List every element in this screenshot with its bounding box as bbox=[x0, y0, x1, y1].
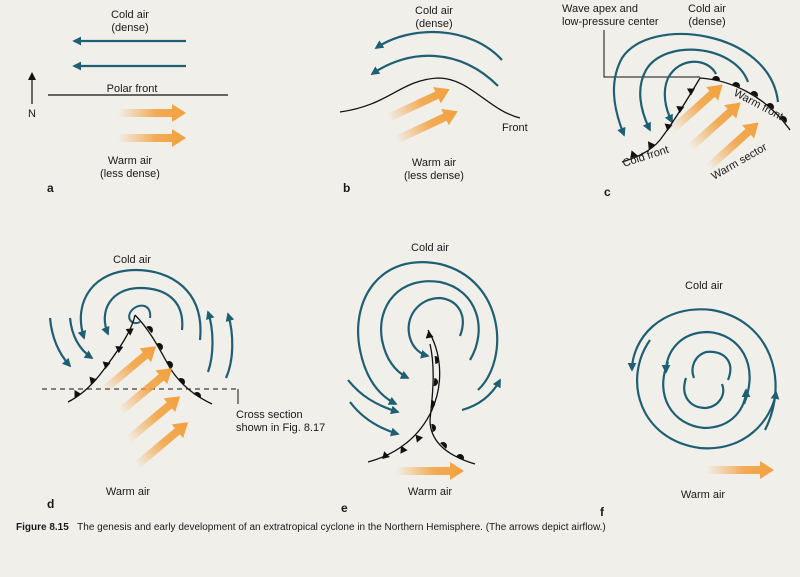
d-cold-ring-inner bbox=[101, 286, 184, 336]
b-front-label: Front bbox=[502, 122, 528, 134]
f-spiral-5 bbox=[662, 361, 751, 430]
e-cold-front-line bbox=[367, 329, 441, 463]
a-warm-less-dense-label: (less dense) bbox=[100, 168, 160, 180]
panel-b: Cold air (dense) Front Warm air (less de… bbox=[339, 5, 528, 195]
e-cold-ring-3 bbox=[407, 296, 464, 359]
a-north-label: N bbox=[28, 108, 36, 120]
e-cold-ring-1 bbox=[357, 261, 499, 405]
d-cold-arrow-left-2 bbox=[68, 317, 94, 359]
c-cold-air-label: Cold air bbox=[688, 3, 726, 15]
d-cold-ring-core bbox=[128, 304, 152, 324]
e-cold-ring-2 bbox=[379, 280, 480, 379]
f-spiral-1 bbox=[627, 308, 777, 431]
c-wave-apex-label-2: low-pressure center bbox=[562, 16, 659, 28]
d-cold-ring-outer bbox=[77, 268, 202, 341]
f-warm-air-label: Warm air bbox=[681, 489, 726, 501]
c-warm-arrow-1 bbox=[665, 77, 729, 137]
a-cold-air-label: Cold air bbox=[111, 9, 149, 21]
d-cold-arrow-left-1 bbox=[48, 317, 72, 368]
panel-a: Cold air (dense) Polar front N Warm air … bbox=[28, 9, 228, 195]
f-spiral-4 bbox=[636, 339, 780, 450]
a-polar-front-label: Polar front bbox=[107, 83, 158, 95]
e-cold-arrow-1 bbox=[347, 379, 400, 415]
e-cold-air-label: Cold air bbox=[411, 242, 449, 254]
c-cold-arc-1 bbox=[612, 32, 780, 137]
figure-number: Figure 8.15 bbox=[16, 522, 69, 533]
e-panel-letter: e bbox=[341, 501, 348, 515]
a-warm-arrow-1 bbox=[118, 104, 186, 122]
panel-c: Wave apex and low-pressure center Cold a… bbox=[562, 3, 791, 199]
figure-caption: Figure 8.15 The genesis and early develo… bbox=[16, 521, 616, 534]
a-warm-air-label: Warm air bbox=[108, 155, 153, 167]
b-panel-letter: b bbox=[343, 181, 350, 195]
e-cold-arrow-2 bbox=[349, 401, 400, 437]
d-cold-arrow-right-1 bbox=[206, 310, 215, 373]
f-spiral-6 bbox=[683, 377, 725, 410]
a-warm-arrow-2 bbox=[118, 129, 186, 147]
b-cold-arc-1 bbox=[374, 30, 503, 61]
d-cross-section-label-1: Cross section bbox=[236, 409, 303, 421]
north-arrowhead-icon bbox=[28, 72, 36, 80]
figure-caption-text: The genesis and early development of an … bbox=[77, 522, 606, 533]
e-cold-arrow-3 bbox=[461, 378, 501, 412]
d-warm-air-label: Warm air bbox=[106, 486, 151, 498]
e-warm-front-line bbox=[429, 343, 476, 465]
d-cold-arrow-right-2 bbox=[224, 312, 235, 379]
f-spiral-2 bbox=[661, 330, 751, 405]
c-cold-arc-3 bbox=[663, 60, 717, 124]
panel-d: Cold air Cross section shown in Fig. 8.1… bbox=[42, 254, 325, 511]
c-warm-front-line bbox=[699, 77, 791, 131]
c-wave-apex-label-1: Wave apex and bbox=[562, 3, 638, 15]
d-cross-section-label-2: shown in Fig. 8.17 bbox=[236, 422, 325, 434]
a-cold-dense-label: (dense) bbox=[111, 22, 148, 34]
f-warm-arrow bbox=[706, 461, 774, 479]
panel-f: Cold air Warm air f bbox=[600, 280, 780, 519]
f-cold-air-label: Cold air bbox=[685, 280, 723, 292]
d-panel-letter: d bbox=[47, 497, 54, 511]
b-warm-less-dense-label: (less dense) bbox=[404, 170, 464, 182]
a-panel-letter: a bbox=[47, 181, 54, 195]
b-cold-air-label: Cold air bbox=[415, 5, 453, 17]
c-cold-dense-label: (dense) bbox=[688, 16, 725, 28]
b-front-line bbox=[339, 77, 521, 119]
e-warm-air-label: Warm air bbox=[408, 486, 453, 498]
d-cold-air-label: Cold air bbox=[113, 254, 151, 266]
c-cold-front-label: Cold front bbox=[621, 144, 670, 170]
b-warm-air-label: Warm air bbox=[412, 157, 457, 169]
f-spiral-3 bbox=[691, 350, 732, 381]
f-panel-letter: f bbox=[600, 505, 605, 519]
d-warm-arrow-4 bbox=[130, 415, 194, 473]
panel-e: Cold air Warm air e bbox=[341, 242, 501, 515]
b-cold-arc-2 bbox=[370, 54, 499, 87]
c-cold-arc-2 bbox=[639, 48, 750, 132]
b-cold-dense-label: (dense) bbox=[415, 18, 452, 30]
e-warm-arrow bbox=[396, 462, 464, 480]
c-panel-letter: c bbox=[604, 185, 611, 199]
